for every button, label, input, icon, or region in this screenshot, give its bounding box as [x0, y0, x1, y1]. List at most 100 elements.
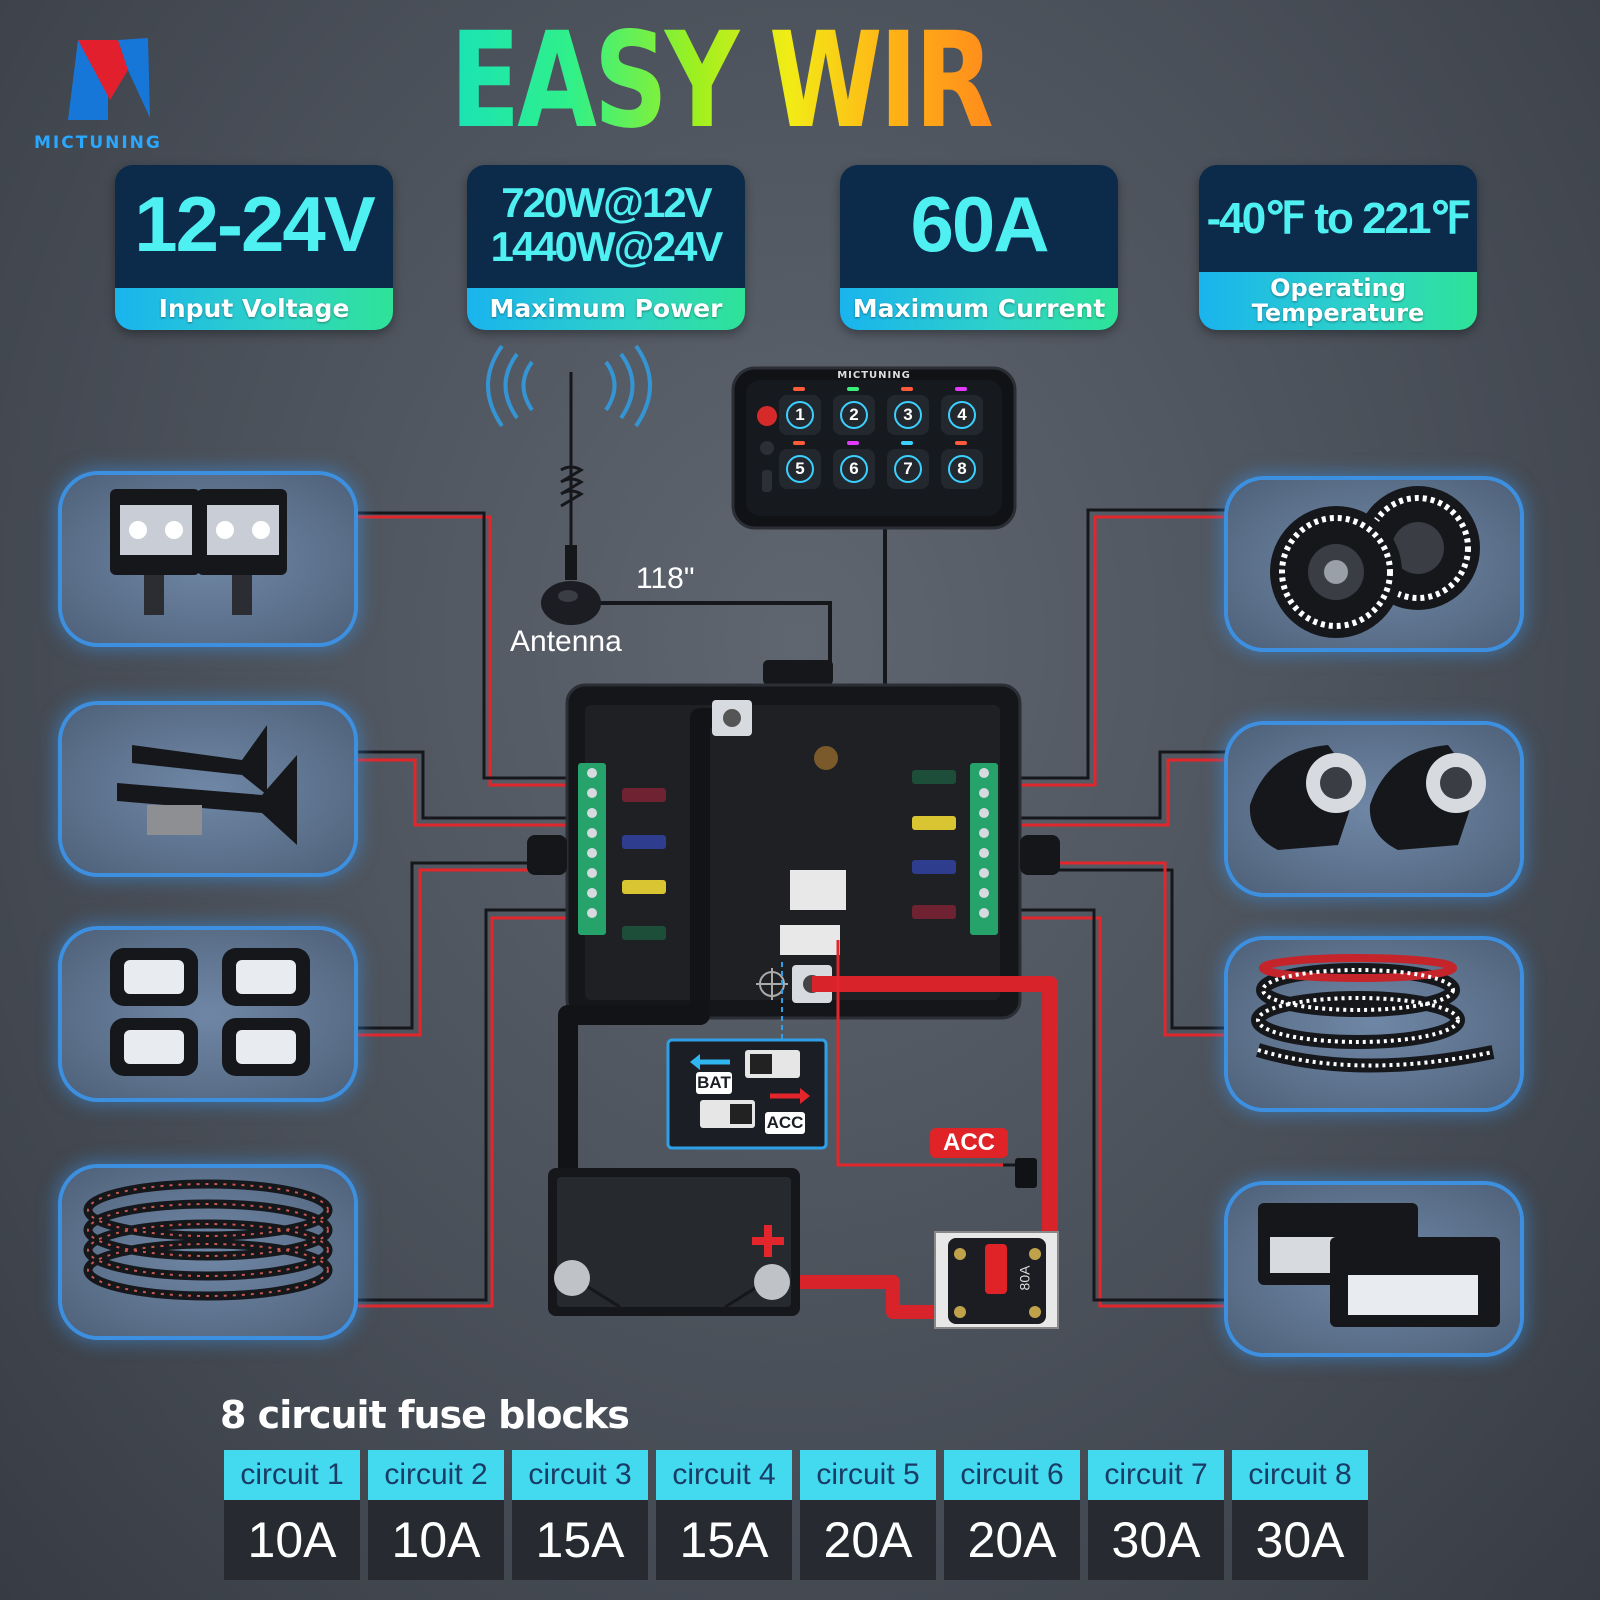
fuse-circuit-name: circuit 6 — [944, 1450, 1080, 1500]
fuse-circuit-name: circuit 3 — [512, 1450, 648, 1500]
mictuning-logo-icon — [68, 38, 150, 120]
acc-wire — [836, 940, 1003, 1167]
spec-label: Input Voltage — [115, 288, 393, 330]
switch-led-5 — [793, 441, 805, 445]
switch-led-4 — [955, 387, 967, 391]
switch-button-5[interactable]: 5 — [779, 449, 821, 489]
switch-button-label: 8 — [948, 455, 976, 483]
acc-label: ACC — [930, 1128, 1008, 1158]
fuse-circuit-name: circuit 2 — [368, 1450, 504, 1500]
fog-lights-icon — [1249, 745, 1486, 850]
switch-button-label: 6 — [840, 455, 868, 483]
spec-value: 12-24V — [134, 180, 376, 269]
spec-value: -40℉ to 221℉ — [1206, 193, 1472, 243]
switch-led-8 — [955, 441, 967, 445]
brand-logo: MICTUNING — [30, 25, 190, 165]
switch-button-4[interactable]: 4 — [941, 395, 983, 435]
wheel-ring-lights-icon — [83, 1179, 333, 1301]
spec-card-input-voltage: 12-24V Input Voltage — [115, 165, 393, 330]
switch-bat-label: BAT — [696, 1072, 732, 1094]
accessory-light-strip — [1228, 940, 1520, 1108]
spec-card-maximum-power: 720W@12V 1440W@24V Maximum Power — [467, 165, 745, 330]
round-headlights-icon — [1270, 486, 1480, 638]
switch-button-3[interactable]: 3 — [887, 395, 929, 435]
battery-positive-cable — [812, 976, 1058, 1263]
fuse-circuit-name: circuit 1 — [224, 1450, 360, 1500]
switch-button-2[interactable]: 2 — [833, 395, 875, 435]
led-pod-lights-icon — [110, 489, 287, 615]
spec-value: 60A — [910, 180, 1049, 269]
accessory-air-horns — [62, 705, 354, 873]
spec-card-maximum-current: 60A Maximum Current — [840, 165, 1118, 330]
switch-led-2 — [847, 387, 859, 391]
switch-button-1[interactable]: 1 — [779, 395, 821, 435]
spec-value: 720W@12V 1440W@24V — [490, 178, 724, 270]
spec-card-operating-temperature: -40℉ to 221℉ Operating Temperature — [1199, 165, 1477, 330]
relay-box — [527, 660, 1060, 1020]
antenna-icon — [541, 372, 601, 625]
left-harness — [355, 511, 585, 1308]
accessory-rock-lights — [62, 930, 354, 1098]
accessory-fog-lights — [1228, 725, 1520, 893]
fuse-circuit-rating: 30A — [1088, 1500, 1224, 1580]
switch-panel-brand: MICTUNING — [837, 370, 911, 381]
battery-negative-cable — [558, 708, 712, 1262]
fuse-circuit-name: circuit 7 — [1088, 1450, 1224, 1500]
spec-label: Maximum Power — [467, 288, 745, 330]
switch-button-7[interactable]: 7 — [887, 449, 929, 489]
fuse-circuit-rating: 15A — [512, 1500, 648, 1580]
spec-label: Operating Temperature — [1199, 272, 1477, 330]
switch-led-1 — [793, 387, 805, 391]
switch-button-label: 1 — [786, 401, 814, 429]
fuse-circuit-name: circuit 8 — [1232, 1450, 1368, 1500]
backup-lights-icon — [1258, 1203, 1500, 1327]
signal-waves-icon — [486, 344, 652, 428]
cable-length-label: 118" — [636, 562, 695, 595]
switch-button-label: 2 — [840, 401, 868, 429]
fuse-table-title: 8 circuit fuse blocks — [220, 1393, 630, 1437]
air-horns-icon — [117, 725, 297, 845]
switch-led-7 — [901, 441, 913, 445]
accessory-wheel-ring-lights — [62, 1168, 354, 1336]
switch-button-6[interactable]: 6 — [833, 449, 875, 489]
fuse-circuit-rating: 20A — [944, 1500, 1080, 1580]
switch-button-8[interactable]: 8 — [941, 449, 983, 489]
fuse-circuit-rating: 10A — [368, 1500, 504, 1580]
battery-icon — [548, 1168, 800, 1316]
spec-label: Maximum Current — [840, 288, 1118, 330]
switch-button-label: 3 — [894, 401, 922, 429]
switch-button-label: 4 — [948, 401, 976, 429]
fuse-circuit-name: circuit 4 — [656, 1450, 792, 1500]
breaker-rating-label: 80A — [1016, 1265, 1033, 1291]
right-harness — [1015, 508, 1228, 1308]
brand-name: MICTUNING — [34, 133, 162, 153]
accessory-round-headlights — [1228, 480, 1520, 648]
antenna-label: Antenna — [510, 625, 622, 658]
fuse-circuit-rating: 20A — [800, 1500, 936, 1580]
switch-led-6 — [847, 441, 859, 445]
fuse-circuit-rating: 30A — [1232, 1500, 1368, 1580]
light-strip-icon — [1251, 954, 1495, 1073]
accessory-backup-lights — [1228, 1185, 1520, 1353]
switch-acc-label: ACC — [765, 1112, 805, 1134]
switch-button-label: 7 — [894, 455, 922, 483]
fuse-circuit-rating: 10A — [224, 1500, 360, 1580]
rock-lights-icon — [110, 948, 310, 1076]
accessory-led-pod-lights — [62, 475, 354, 643]
circuit-breaker-icon — [934, 1231, 1059, 1329]
switch-led-3 — [901, 387, 913, 391]
fuse-circuit-rating: 15A — [656, 1500, 792, 1580]
fuse-circuit-name: circuit 5 — [800, 1450, 936, 1500]
